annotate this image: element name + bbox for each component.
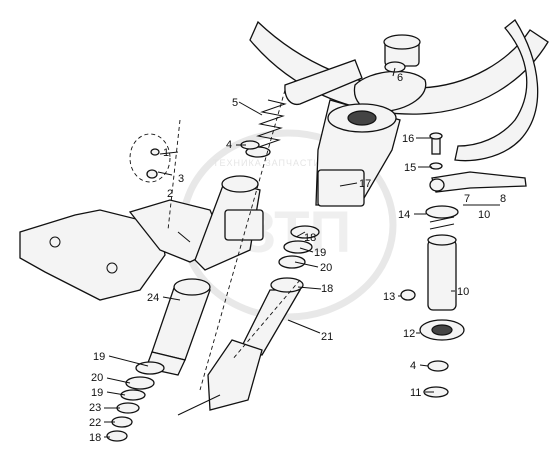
guide-lines bbox=[167, 89, 301, 416]
callout-15: 15 bbox=[404, 162, 416, 174]
callout-18-lower: 18 bbox=[89, 432, 101, 444]
callout-24: 24 bbox=[147, 292, 159, 304]
bearing-rings bbox=[278, 225, 320, 269]
callout-16: 16 bbox=[402, 133, 414, 145]
callout-7: 7 bbox=[464, 193, 470, 205]
washer-stack bbox=[106, 361, 165, 442]
callout-14: 14 bbox=[398, 209, 410, 221]
watermark-text: ТЕХНИКА ЗАПЧАСТИ bbox=[213, 158, 321, 168]
callout-18-upper: 18 bbox=[304, 232, 316, 244]
lower-shaft bbox=[207, 277, 304, 411]
callout-6: 6 bbox=[397, 72, 403, 84]
leader-lines bbox=[104, 67, 500, 438]
callout-4-lower: 4 bbox=[410, 360, 416, 372]
callout-19-lower-a: 19 bbox=[93, 351, 105, 363]
callout-17: 17 bbox=[359, 178, 371, 190]
nut-ring bbox=[384, 61, 406, 73]
column-tube bbox=[194, 175, 264, 271]
callout-labels: 1 2 3 4 5 6 17 18 19 20 18 21 24 19 20 1… bbox=[89, 72, 506, 444]
callout-5: 5 bbox=[232, 97, 238, 109]
callout-21: 21 bbox=[321, 331, 333, 343]
callout-3: 3 bbox=[178, 173, 184, 185]
callout-20-lower: 20 bbox=[91, 372, 103, 384]
callout-12: 12 bbox=[403, 328, 415, 340]
callout-10-assembly: 10 bbox=[478, 209, 490, 221]
callout-13: 13 bbox=[383, 291, 395, 303]
steering-wheel bbox=[249, 19, 549, 162]
callout-19-upper: 19 bbox=[314, 247, 326, 259]
callout-8: 8 bbox=[500, 193, 506, 205]
screw-group bbox=[129, 133, 171, 183]
callout-1: 1 bbox=[163, 147, 169, 159]
callout-19-lower-b: 19 bbox=[91, 387, 103, 399]
callout-2: 2 bbox=[167, 188, 173, 200]
callout-4: 4 bbox=[226, 139, 232, 151]
callout-23: 23 bbox=[89, 402, 101, 414]
column-housing-upper bbox=[315, 99, 401, 207]
callout-18-mid: 18 bbox=[321, 283, 333, 295]
right-assembly bbox=[400, 132, 527, 398]
callout-22: 22 bbox=[89, 417, 101, 429]
callout-20-upper: 20 bbox=[320, 262, 332, 274]
splined-shaft bbox=[145, 278, 211, 376]
callout-11: 11 bbox=[410, 387, 421, 399]
callout-10: 10 bbox=[457, 286, 469, 298]
